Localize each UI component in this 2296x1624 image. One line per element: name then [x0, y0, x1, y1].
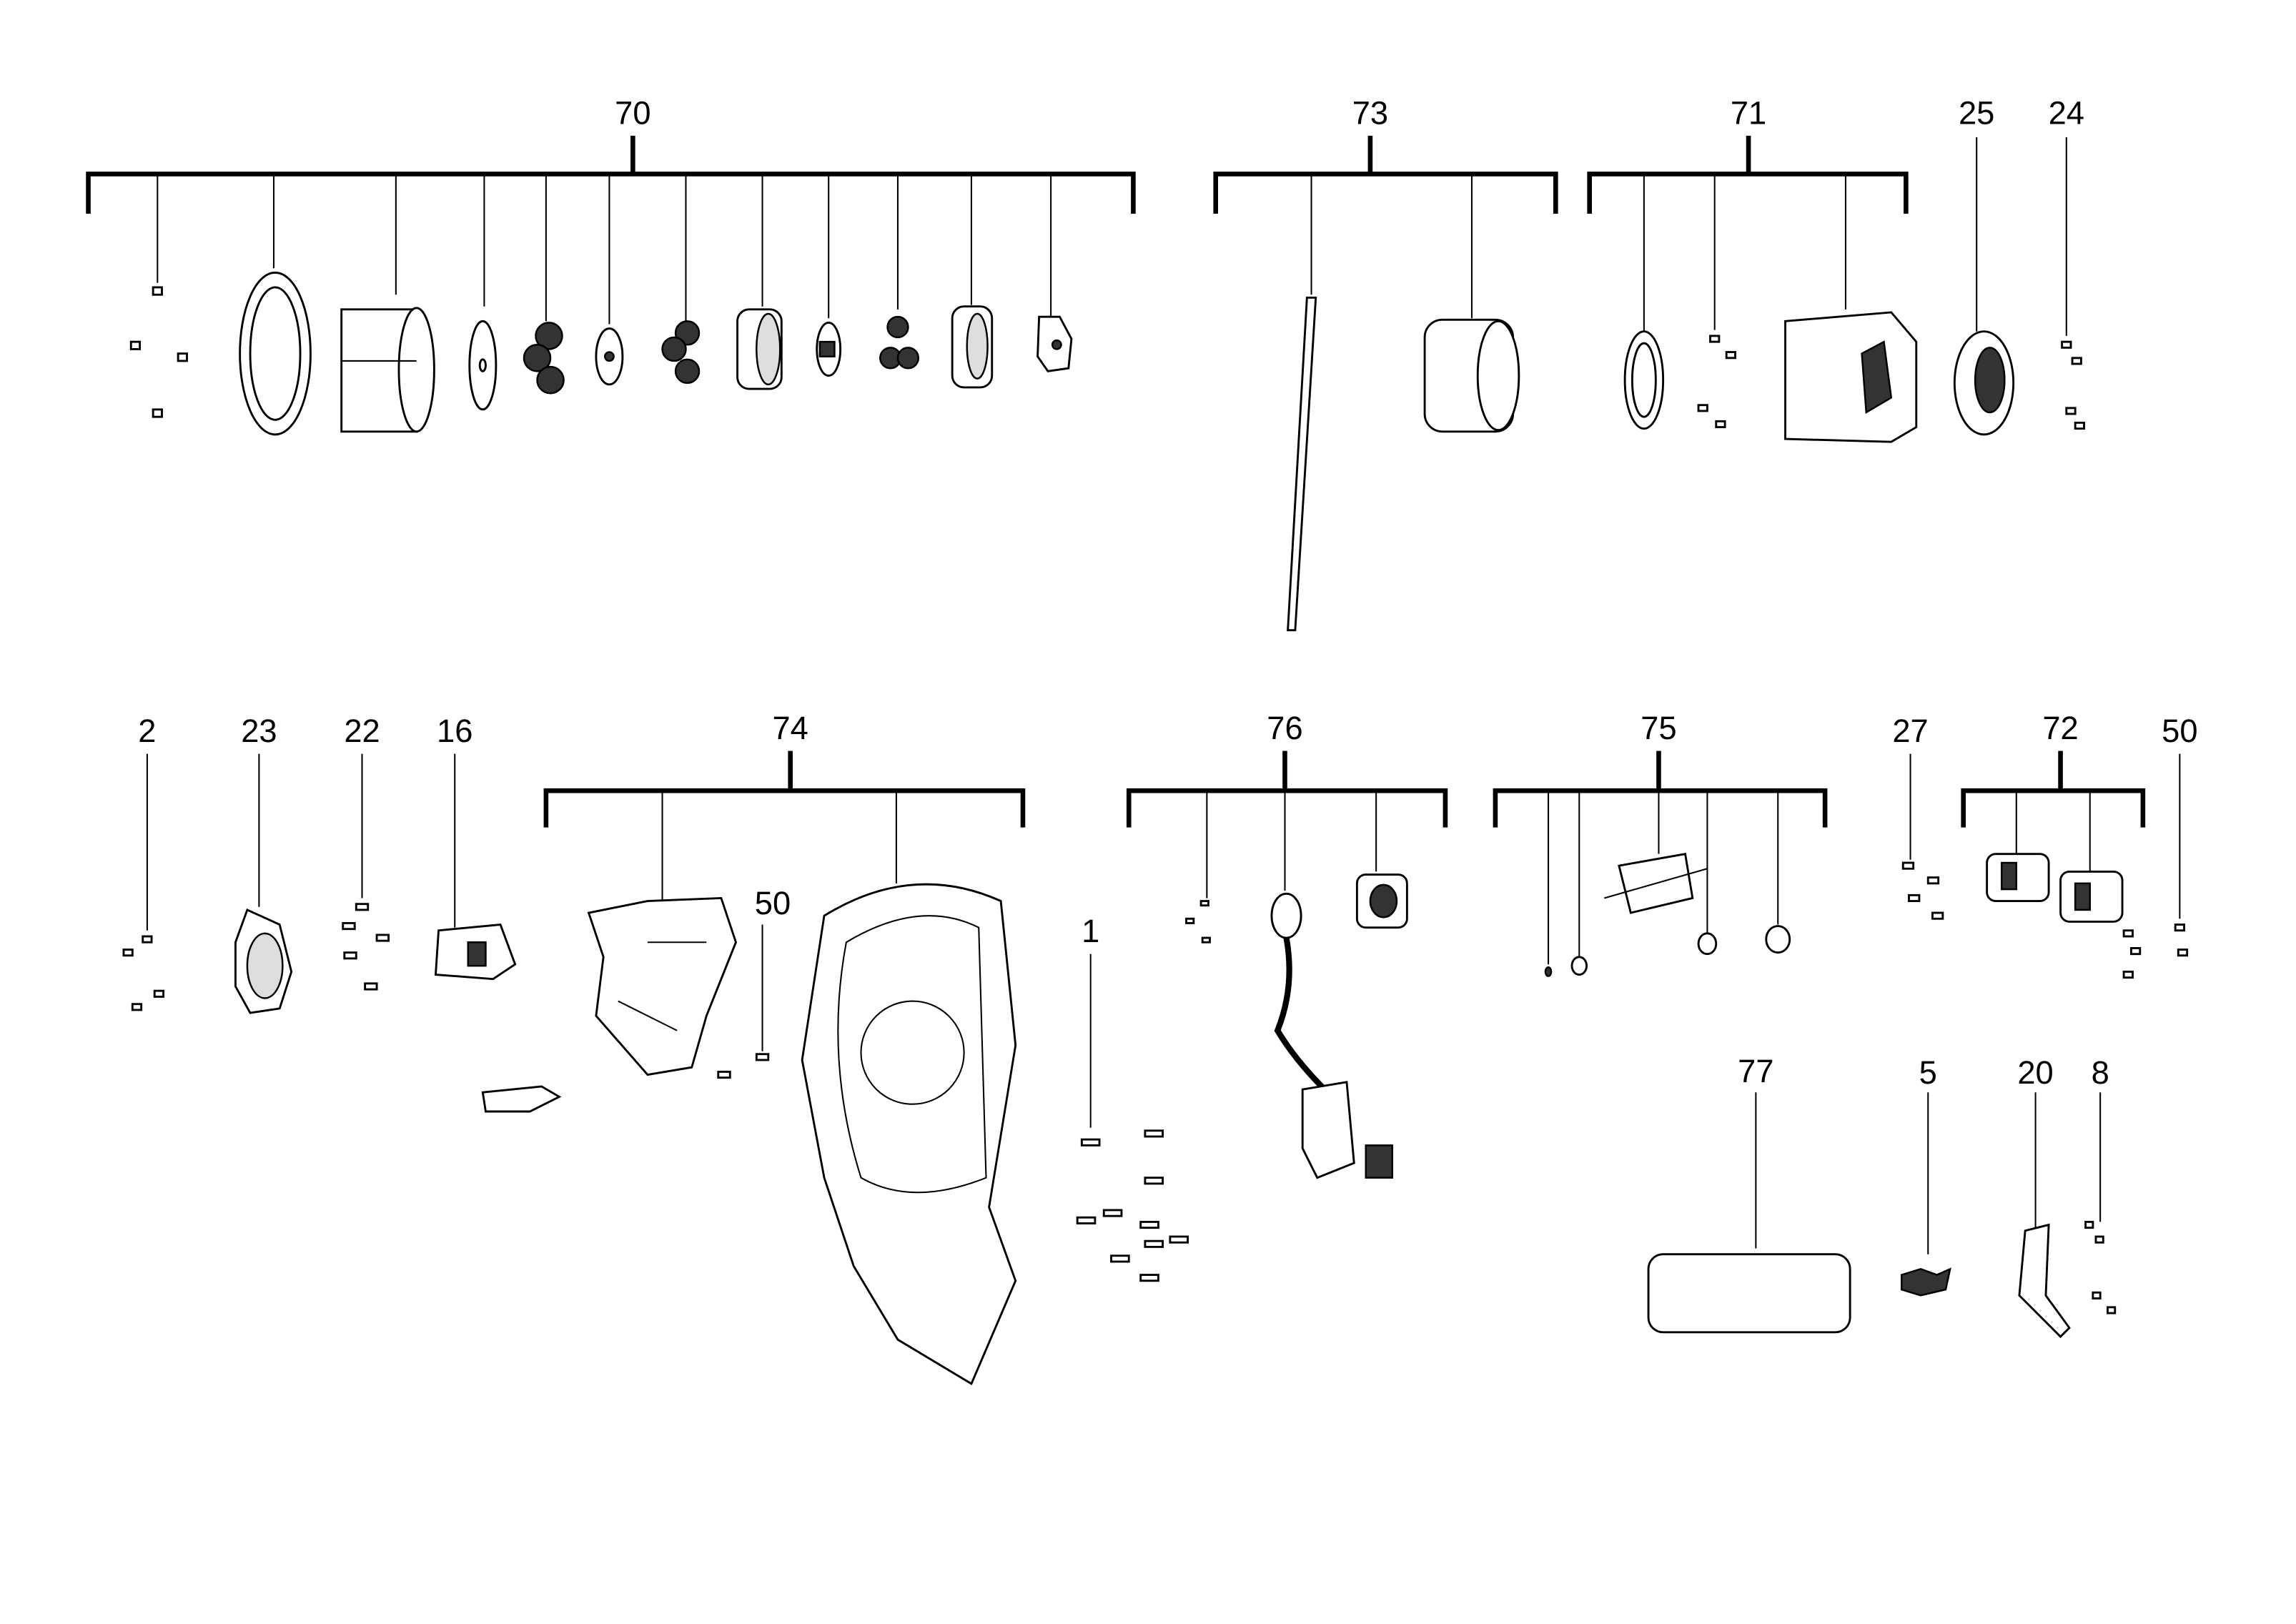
part-25: 25	[1953, 94, 2015, 436]
carrier-2	[816, 321, 842, 377]
sleeve	[1423, 318, 1520, 433]
ring-gear-1	[736, 308, 783, 390]
callout-24: 24	[2049, 94, 2084, 131]
output-carrier	[1036, 315, 1073, 372]
callout-70: 70	[615, 94, 650, 131]
part-1: 1	[1076, 913, 1189, 1282]
part-5: 5	[1900, 1054, 1951, 1297]
callout-23: 23	[241, 713, 277, 749]
part-24: 24	[2049, 94, 2085, 430]
planet-gears-1	[523, 322, 565, 395]
callout-73: 73	[1352, 94, 1388, 131]
planet-gears-2	[661, 320, 701, 385]
planet-gears-3	[879, 315, 920, 370]
washer	[468, 320, 498, 411]
assembly-75: 75	[1493, 710, 1828, 977]
wiring-harness	[1270, 892, 1394, 1179]
part-27: 27	[1892, 713, 1944, 920]
callout-25: 25	[1959, 94, 1994, 131]
carrier-1	[595, 327, 624, 386]
assembly-71: 71	[1587, 94, 1918, 443]
part-16: 16	[434, 713, 517, 981]
screw-set-71	[1697, 335, 1736, 429]
motor-left	[1986, 853, 2050, 903]
callout-50-right: 50	[2162, 713, 2197, 749]
callout-71: 71	[1731, 94, 1766, 131]
part-8: 8	[2084, 1054, 2117, 1314]
part-77-label: 77	[1647, 1053, 1851, 1334]
guide-strip	[1287, 296, 1317, 632]
callout-16: 16	[437, 713, 472, 749]
callout-77: 77	[1738, 1053, 1773, 1089]
upper-guard	[587, 896, 738, 1076]
callout-22: 22	[344, 713, 380, 749]
callout-72: 72	[2042, 710, 2078, 746]
part-20: 20	[2017, 1054, 2071, 1339]
gasket-71	[1623, 330, 1665, 430]
front-housing	[1784, 311, 1918, 443]
screw-set	[129, 286, 188, 418]
gasket	[239, 271, 312, 436]
part-50-left: 50	[717, 885, 791, 1079]
callout-8: 8	[2092, 1054, 2109, 1091]
callout-74: 74	[772, 710, 808, 746]
callout-20: 20	[2017, 1054, 2053, 1091]
callout-50-left: 50	[755, 885, 791, 921]
latch	[481, 1085, 562, 1113]
switch	[1355, 873, 1408, 929]
part-50-right: 50	[2162, 713, 2198, 957]
ring-gear-2	[951, 305, 994, 389]
part-23: 23	[234, 713, 293, 1014]
motor-right	[2059, 870, 2124, 923]
callout-76: 76	[1267, 710, 1302, 746]
armature	[1603, 853, 1708, 914]
assembly-74: 74	[481, 710, 1026, 1385]
callout-75: 75	[1641, 710, 1676, 746]
blade-guard-housing	[801, 883, 1017, 1385]
assembly-73: 73	[1213, 94, 1558, 632]
gear-housing	[340, 307, 435, 433]
callout-2: 2	[138, 713, 156, 749]
assembly-76: 76	[1126, 710, 1448, 1179]
callout-1: 1	[1082, 913, 1099, 949]
callout-5: 5	[1919, 1054, 1937, 1091]
part-2: 2	[122, 713, 164, 1011]
callout-27: 27	[1892, 713, 1928, 749]
screw-set-1	[1076, 1129, 1189, 1282]
part-22: 22	[342, 713, 390, 991]
assembly-70: 70	[86, 94, 1136, 436]
assembly-72: 72	[1961, 710, 2146, 979]
